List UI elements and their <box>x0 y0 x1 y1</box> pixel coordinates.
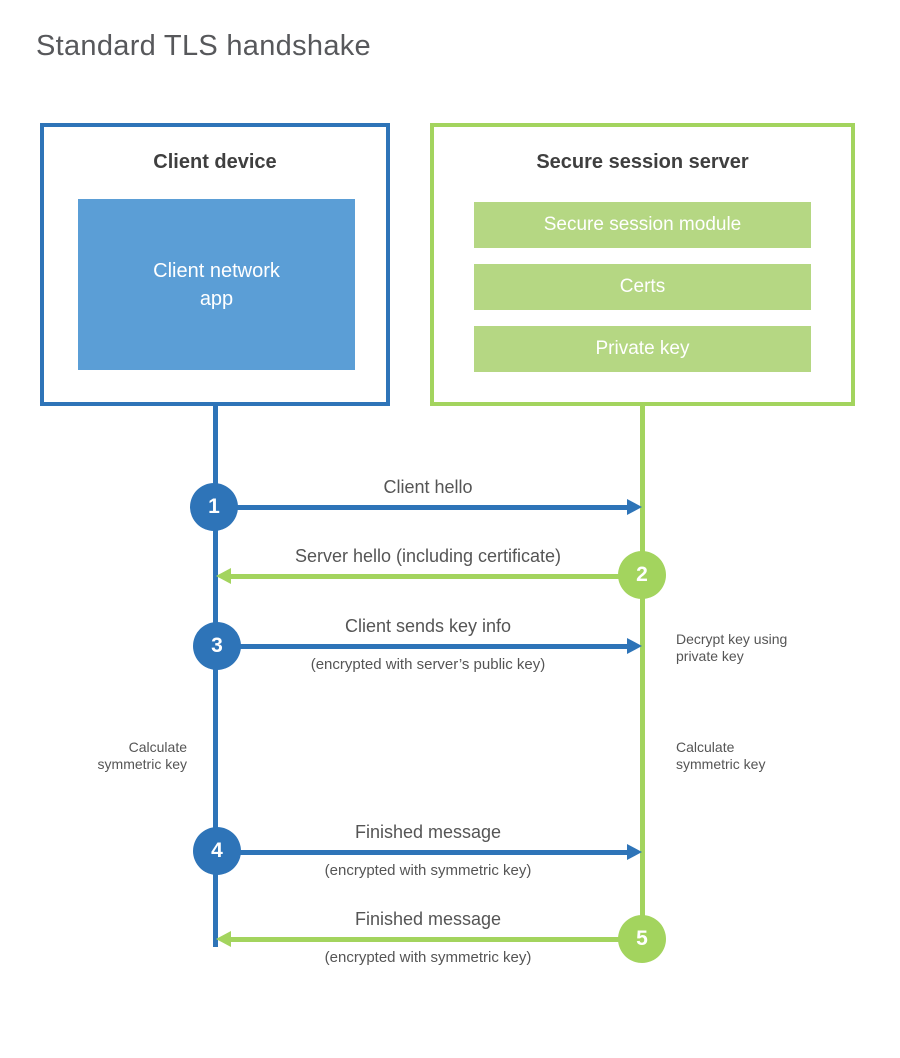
client-device-box: Client device Client network app <box>40 123 390 406</box>
message-5-subtext: (encrypted with symmetric key) <box>324 949 532 966</box>
decrypt-key-note: Decrypt key using private key <box>676 631 788 664</box>
message-4-label: Finished message <box>354 822 502 842</box>
secure-session-server-title: Secure session server <box>536 151 749 173</box>
server-module-private-key: Private key <box>474 326 811 372</box>
calculate-symmetric-key-note-server: Calculate symmetric key <box>676 739 766 772</box>
step-3-badge: 3 <box>193 622 241 670</box>
client-network-app-label: Client network app <box>153 259 280 310</box>
step-5-badge: 5 <box>618 915 666 963</box>
message-2-label: Server hello (including certificate) <box>294 546 562 566</box>
message-3-subtext: (encrypted with server’s public key) <box>310 656 546 673</box>
message-1-arrow-line <box>216 505 628 510</box>
message-4-arrow-head <box>627 844 642 860</box>
message-3-arrow-head <box>627 638 642 654</box>
server-module-secure-session: Secure session module <box>474 202 811 248</box>
server-module-certs: Certs <box>474 264 811 310</box>
message-1-label: Client hello <box>383 477 473 497</box>
message-3-arrow-line <box>216 644 628 649</box>
message-2-arrow-head <box>216 568 231 584</box>
message-3-label: Client sends key info <box>344 616 512 636</box>
message-1-arrow-head <box>627 499 642 515</box>
client-lifeline <box>213 404 218 947</box>
message-4-arrow-line <box>216 850 628 855</box>
secure-session-server-box: Secure session server Secure session mod… <box>430 123 855 406</box>
message-2-arrow-line <box>230 574 642 579</box>
step-4-badge: 4 <box>193 827 241 875</box>
message-5-label: Finished message <box>354 909 502 929</box>
calculate-symmetric-key-note-client: Calculate symmetric key <box>97 739 187 772</box>
message-4-subtext: (encrypted with symmetric key) <box>324 862 532 879</box>
step-2-badge: 2 <box>618 551 666 599</box>
message-5-arrow-line <box>230 937 642 942</box>
client-device-title: Client device <box>153 151 277 173</box>
step-1-badge: 1 <box>190 483 238 531</box>
server-lifeline <box>640 404 645 940</box>
page-title: Standard TLS handshake <box>36 30 371 62</box>
message-5-arrow-head <box>216 931 231 947</box>
client-network-app-block: Client network app <box>78 199 355 370</box>
